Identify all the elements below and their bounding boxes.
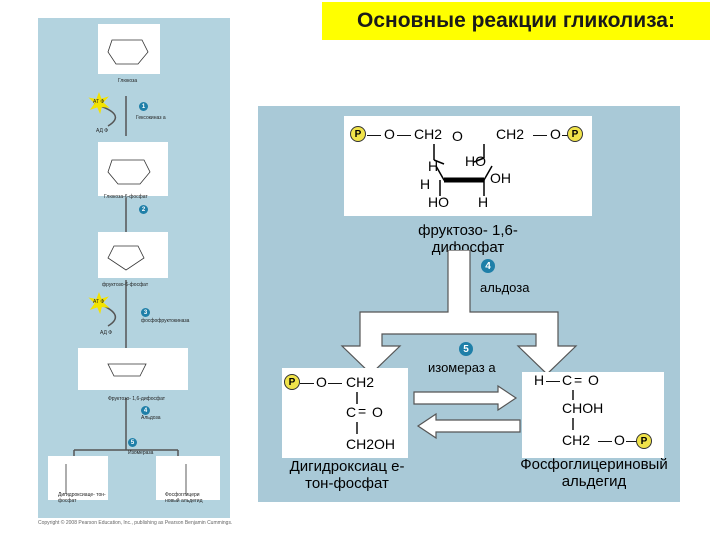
double-bond: =	[358, 403, 367, 419]
ring-h: H	[478, 194, 489, 210]
bond-dash: —	[397, 126, 411, 142]
h-atom: H	[534, 372, 545, 388]
atp-label-2: АТ Ф	[93, 299, 105, 305]
bond-dash: —	[300, 374, 314, 390]
bond-dash: —	[546, 372, 560, 388]
bond-dash: —	[367, 126, 381, 142]
pfk-label: фосфофруктокиназа	[141, 318, 190, 324]
double-bond: =	[574, 372, 583, 388]
adp-label-1: АД Ф	[96, 128, 109, 134]
phosphate-icon: P	[284, 374, 300, 390]
dhap-small-label: Дигидроксиаце- тон-фосфат	[58, 492, 106, 504]
ch2-group: CH2	[562, 432, 591, 448]
ring-ho: HO	[465, 153, 486, 169]
bond-dash: —	[598, 432, 612, 448]
dhap-bonds	[356, 392, 358, 434]
oxygen-atom: O	[614, 432, 625, 448]
ch2-group: CH2	[346, 374, 375, 390]
step-5-icon: 5	[459, 342, 473, 356]
ch2-group: CH2	[496, 126, 525, 142]
equilibrium-arrows	[413, 384, 521, 440]
oxygen-atom: O	[588, 372, 599, 388]
aldolase-small-label: Альдоза	[141, 415, 161, 421]
phosphate-icon: P	[567, 126, 583, 142]
oxygen-atom: O	[384, 126, 395, 142]
g3p-label: Фосфоглицериновый альдегид	[520, 456, 668, 490]
g3p-bonds	[572, 390, 574, 430]
bond-dash: —	[533, 126, 547, 142]
choh-group: CHOH	[562, 400, 604, 416]
ring-oxygen: O	[452, 128, 463, 144]
isomerase-small-label: Изомераза	[128, 450, 154, 456]
ring-h: H	[420, 176, 431, 192]
carbon-atom: C	[562, 372, 573, 388]
step-2-icon: 2	[139, 205, 148, 214]
dhap-label: Дигидроксиац е-тон-фосфат	[289, 458, 405, 492]
atp-label-1: АТ Ф	[93, 99, 105, 105]
split-arrow	[340, 250, 578, 375]
step-4-icon: 4	[481, 259, 495, 273]
g3p-small-label: Фосфоглицери новый альдегид	[165, 492, 203, 504]
glucose-label: Глюкоза	[118, 78, 138, 84]
oxygen-atom: O	[316, 374, 327, 390]
ch2oh-group: CH2OH	[346, 436, 396, 452]
oxygen-atom: O	[550, 126, 561, 142]
overview-arrows	[48, 24, 220, 500]
f6p-label: фруктозо-6-фосфат	[102, 282, 149, 288]
phosphate-icon: P	[636, 433, 652, 449]
f16bp-small-label: Фруктозо- 1,6-дифосфат	[108, 396, 166, 402]
furanose-ring	[433, 144, 493, 196]
step-4-small-icon: 4	[141, 406, 150, 415]
fbp-structure	[344, 116, 592, 216]
bond-dash: —	[328, 374, 342, 390]
ring-h: H	[428, 158, 439, 174]
step-1-icon: 1	[139, 102, 148, 111]
phosphate-icon: P	[350, 126, 366, 142]
aldolase-label: альдоза	[480, 280, 530, 295]
step-5-small-icon: 5	[128, 438, 137, 447]
dhap-structure	[282, 368, 408, 458]
ring-oh: OH	[490, 170, 511, 186]
ring-ho: HO	[428, 194, 449, 210]
ch2-group: CH2	[414, 126, 443, 142]
g6p-label: Глюкоза-6-фосфат	[104, 194, 148, 200]
carbon-atom: C	[346, 404, 357, 420]
step-3-icon: 3	[141, 308, 150, 317]
isomerase-label: изомераз а	[428, 360, 496, 375]
hexokinase-label: Гексокиназ а	[136, 115, 166, 121]
oxygen-atom: O	[372, 404, 383, 420]
adp-label-2: АД Ф	[100, 330, 113, 336]
slide-title: Основные реакции гликолиза:	[322, 2, 710, 40]
copyright-text: Copyright © 2008 Pearson Education, Inc.…	[38, 520, 233, 526]
